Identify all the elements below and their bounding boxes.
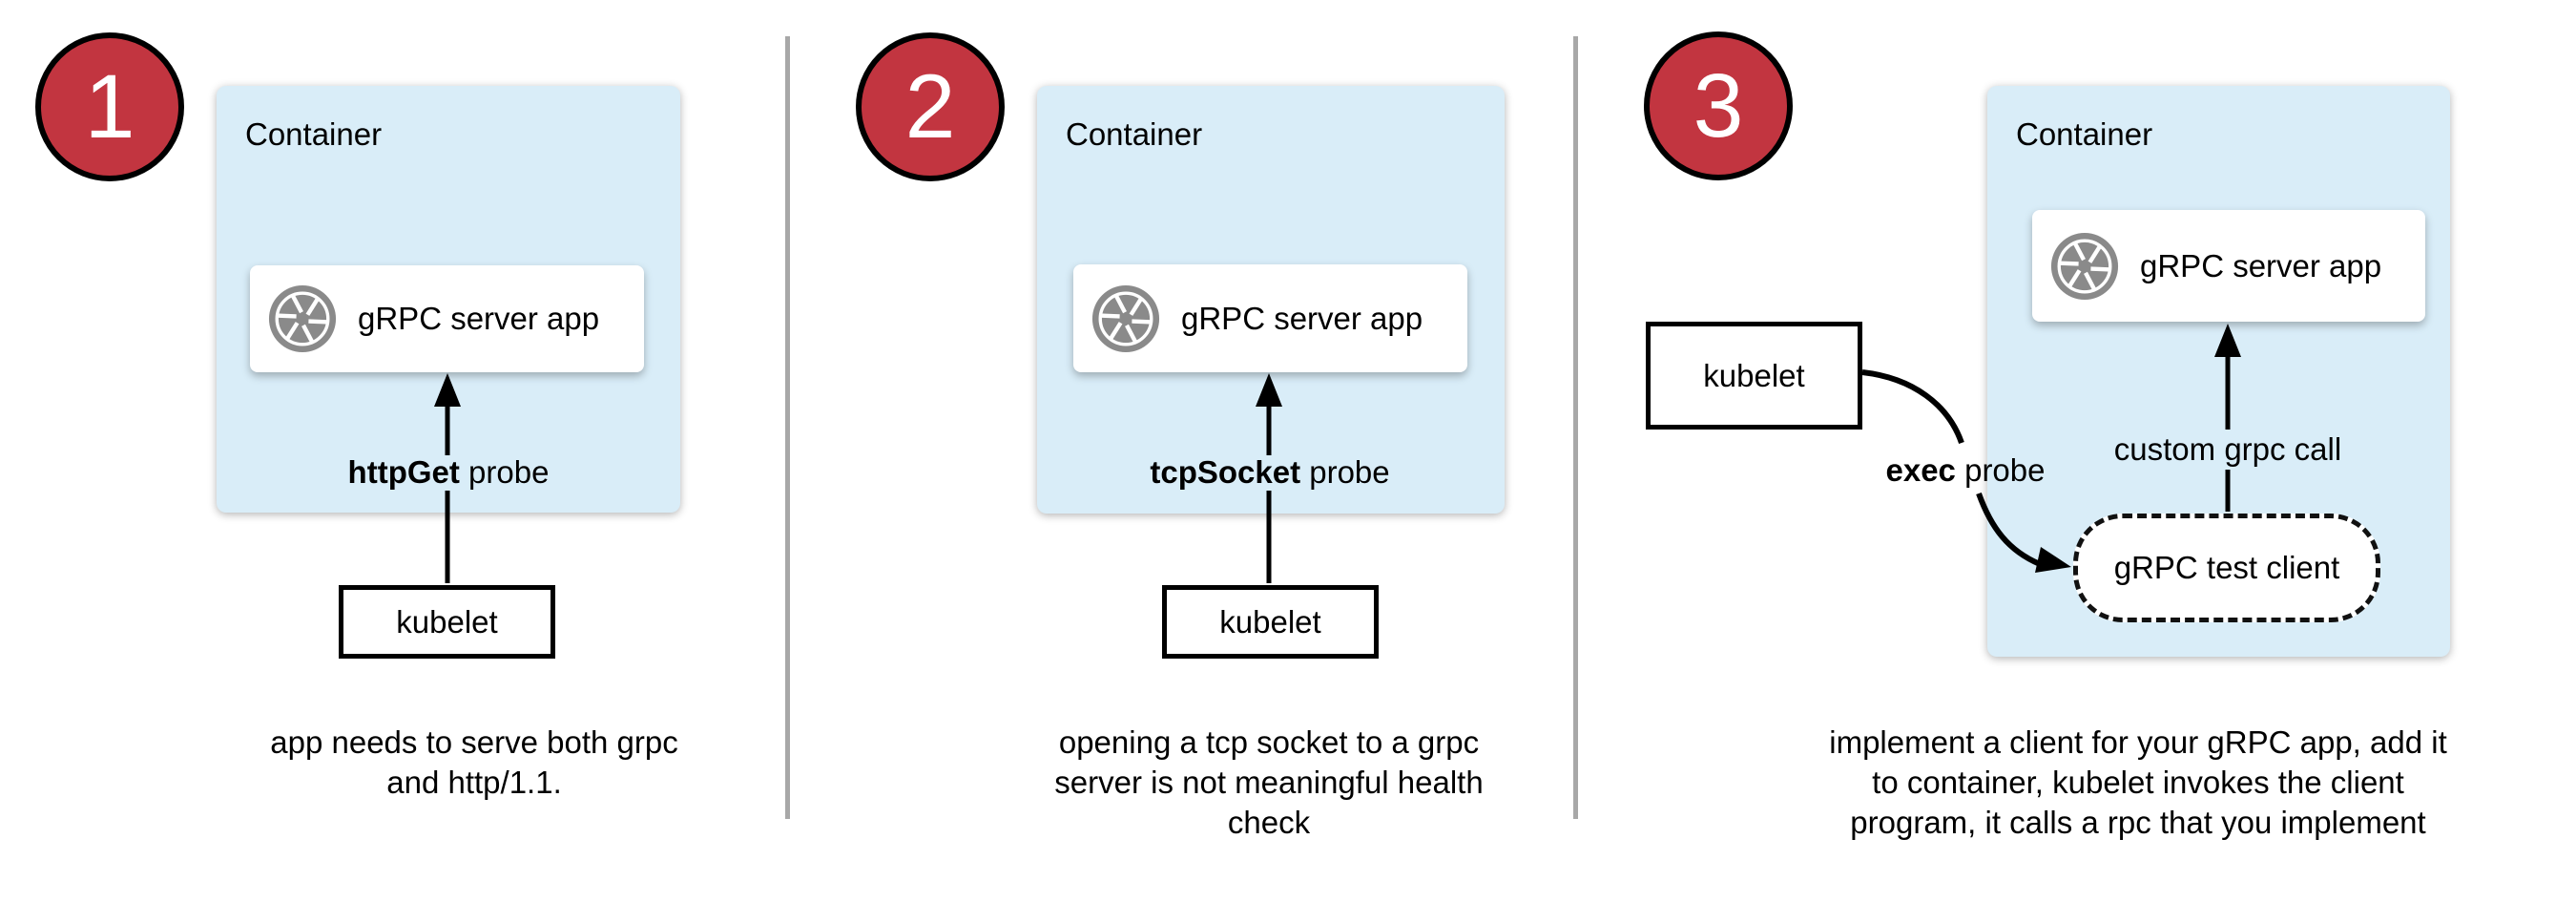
aperture-icon (2050, 232, 2119, 300)
step-number: 1 (84, 55, 135, 157)
step-badge-3: 3 (1644, 31, 1793, 180)
grpc-server-app-label: gRPC server app (1181, 300, 1423, 336)
custom-grpc-call-label: custom grpc call (2113, 431, 2342, 467)
container-label-3: Container (2016, 116, 2153, 152)
kubelet-box-1: kubelet (339, 585, 555, 659)
kubelet-box-2: kubelet (1162, 585, 1379, 659)
panel-divider-2 (1573, 36, 1578, 819)
panel-divider-1 (785, 36, 790, 819)
grpc-server-app-box-3: gRPC server app (2032, 210, 2425, 322)
probe-label-1: httpGet probe (347, 454, 550, 490)
probe-label-2: tcpSocket probe (1150, 454, 1390, 490)
grpc-test-client-box: gRPC test client (2073, 514, 2380, 622)
aperture-icon (268, 284, 337, 353)
caption-2: opening a tcp socket to a grpc server is… (1054, 724, 1484, 840)
kubelet-box-3: kubelet (1646, 322, 1862, 430)
grpc-server-app-box-1: gRPC server app (250, 265, 644, 372)
caption-1: app needs to serve both grpc and http/1.… (270, 724, 678, 800)
caption-3: implement a client for your gRPC app, ad… (1829, 724, 2447, 840)
grpc-server-app-label: gRPC server app (2140, 247, 2382, 283)
step-badge-1: 1 (35, 32, 184, 181)
step-number: 2 (904, 55, 956, 157)
container-label-2: Container (1066, 116, 1203, 152)
step-badge-2: 2 (856, 32, 1005, 181)
container-label-1: Container (245, 116, 383, 152)
grpc-server-app-box-2: gRPC server app (1073, 264, 1467, 372)
step-number: 3 (1693, 54, 1744, 157)
probe-label-3: exec probe (1885, 452, 2046, 488)
aperture-icon (1091, 284, 1160, 352)
grpc-server-app-label: gRPC server app (358, 301, 600, 336)
